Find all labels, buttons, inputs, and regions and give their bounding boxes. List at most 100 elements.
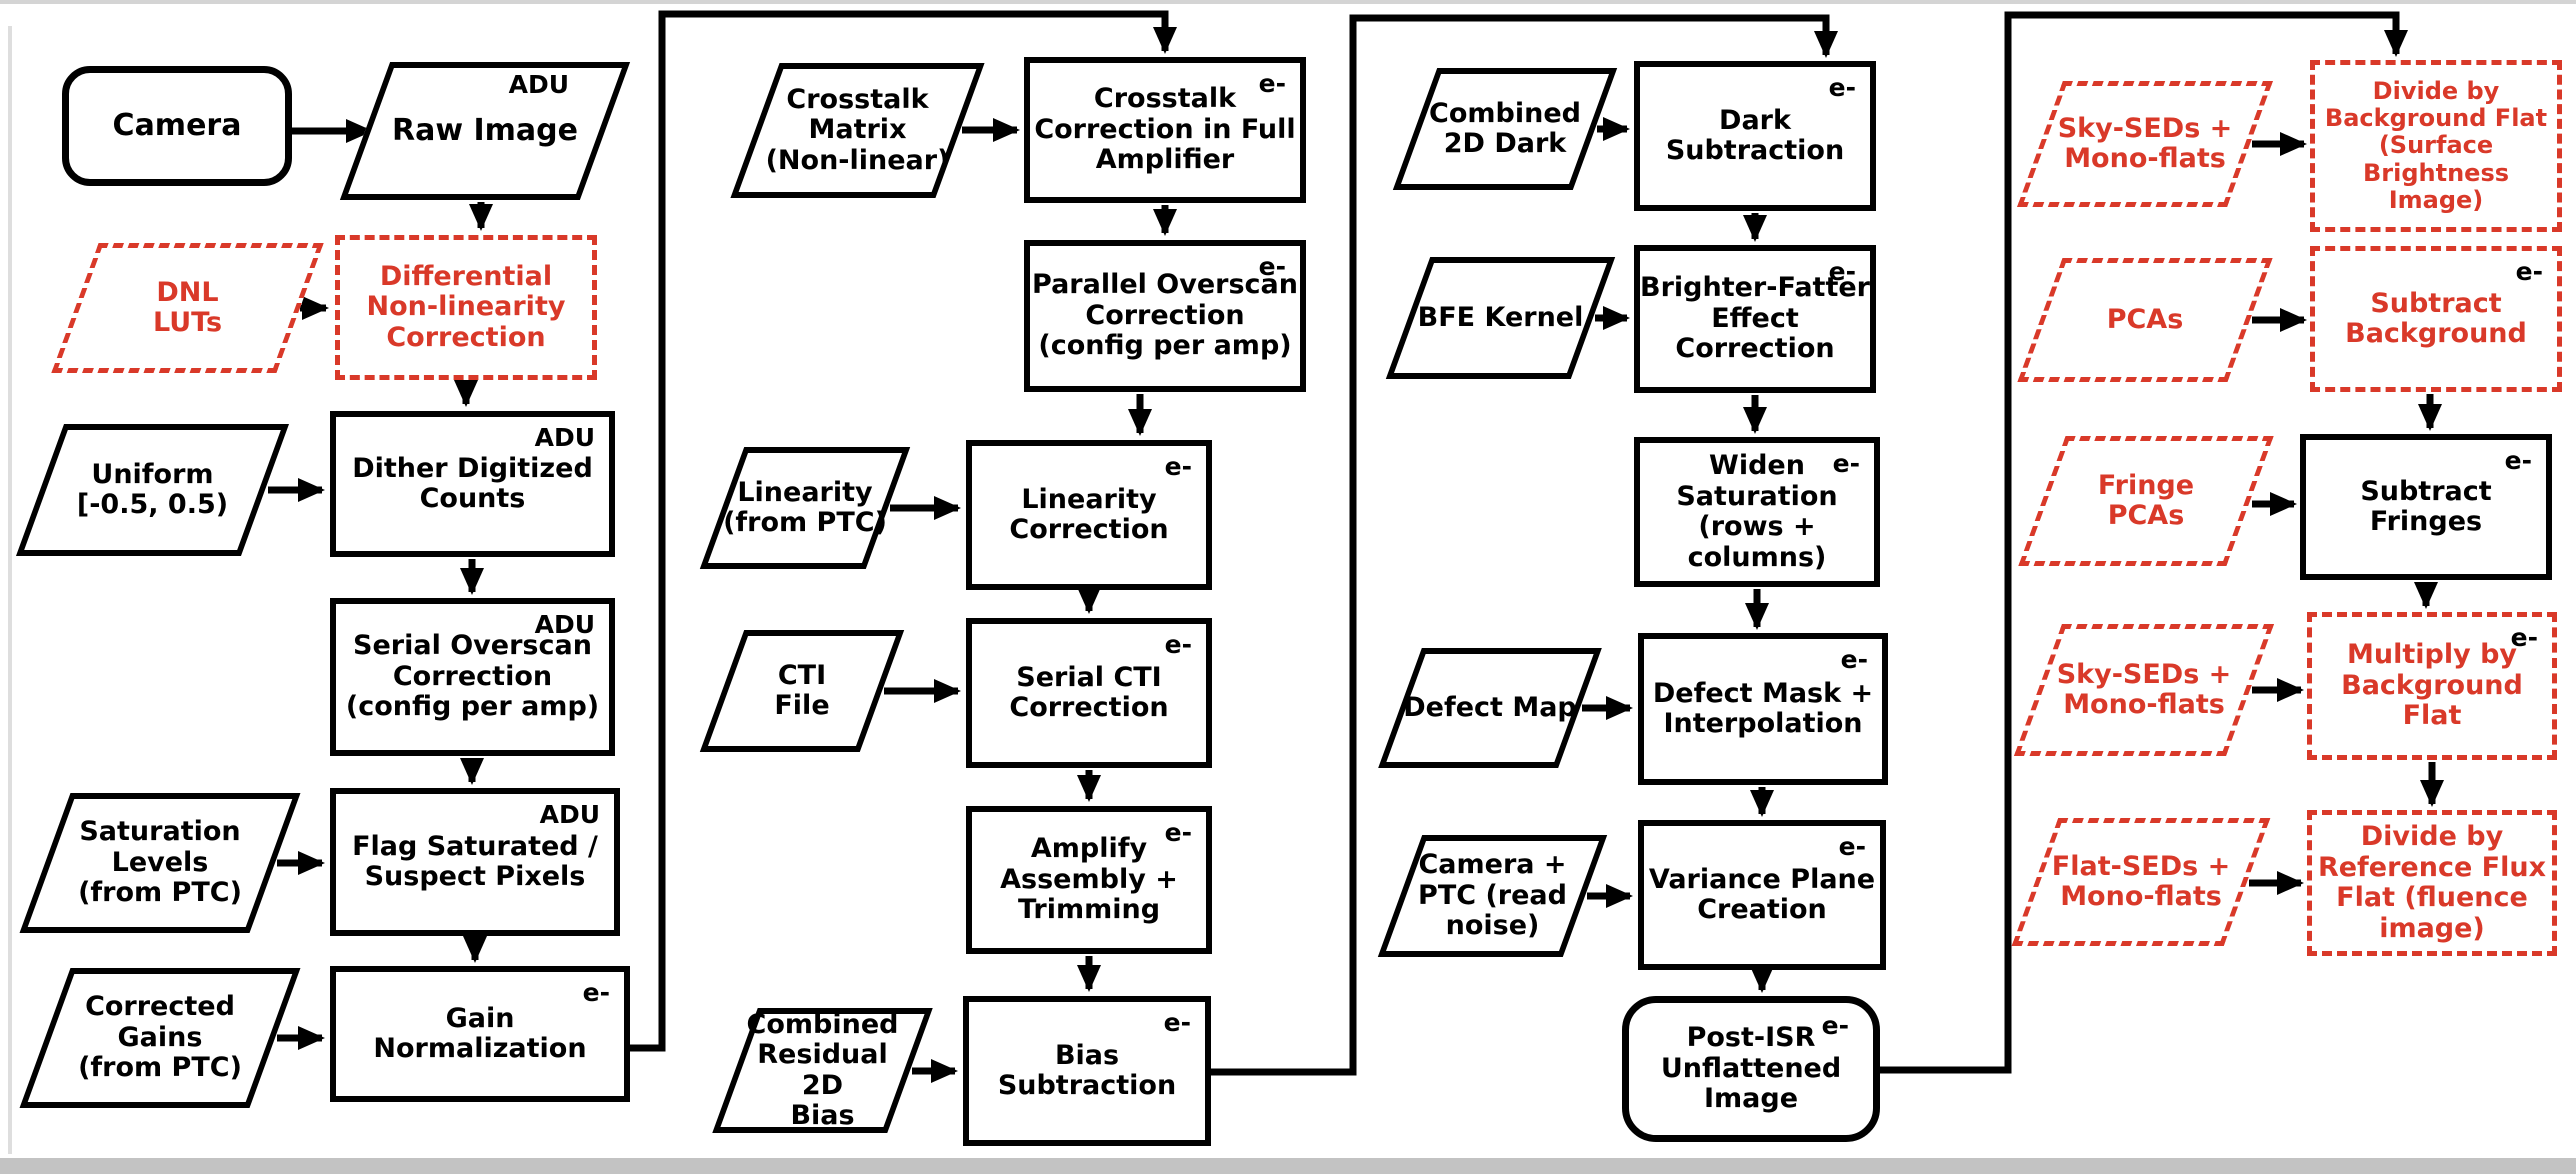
node-label: Dark Subtraction: [1665, 104, 1845, 166]
node-label: Differential Non-linearity Correction: [366, 260, 566, 353]
node-serial-overscan-correction: ADU Serial Overscan Correction (config p…: [330, 598, 615, 756]
node-label: Serial Overscan Correction (config per a…: [345, 630, 600, 723]
node-label: Subtract Background: [2345, 287, 2527, 349]
node-dark-subtraction: e- Dark Subtraction: [1634, 61, 1876, 211]
node-divide-by-background-flat: Divide by Background Flat (Surface Brigh…: [2310, 60, 2562, 232]
node-divide-by-reference-flux-flat: Divide by Reference Flux Flat (fluence i…: [2307, 810, 2557, 956]
node-linearity: Linearity (from PTC): [699, 447, 911, 569]
node-label: Fringe PCAs: [2097, 469, 2195, 531]
node-label: Serial CTI Correction: [1009, 661, 1169, 723]
node-label: Crosstalk Correction in Full Amplifier: [1034, 83, 1296, 176]
node-label: Divide by Reference Flux Flat (fluence i…: [2317, 821, 2547, 944]
unit-label: e-: [1840, 645, 1868, 674]
unit-label: e-: [1821, 1011, 1849, 1040]
connector-bias-to-dark: [1211, 14, 1838, 1076]
unit-label: e-: [2515, 257, 2543, 286]
node-label: Combined 2D Dark: [1429, 97, 1581, 159]
unit-label: e-: [1258, 252, 1286, 281]
window-edge-left: [8, 26, 12, 1154]
node-label: Sky-SEDs + Mono-flats: [2057, 112, 2233, 174]
node-cti-file: CTI File: [699, 630, 905, 752]
node-label: Divide by Background Flat (Surface Brigh…: [2324, 77, 2548, 214]
node-label: Brighter-Fatter Effect Correction: [1640, 272, 1870, 365]
node-fringe-pcas: Fringe PCAs: [2018, 436, 2274, 566]
node-label: Flag Saturated / Suspect Pixels: [352, 830, 598, 892]
node-bfe-kernel: BFE Kernel: [1385, 257, 1616, 379]
connector-gain-to-crosstalk: [630, 10, 1177, 1052]
node-label: Variance Plane Creation: [1648, 863, 1876, 925]
unit-label: e-: [1164, 630, 1192, 659]
node-combined-2d-dark: Combined 2D Dark: [1392, 68, 1618, 190]
node-label: DNL LUTs: [152, 276, 223, 338]
unit-label: e-: [1838, 832, 1866, 861]
node-label: Defect Map: [1403, 691, 1577, 723]
node-raw-image: ADU Raw Image: [339, 62, 631, 200]
node-label: Camera: [112, 108, 242, 144]
node-label: Crosstalk Matrix (Non-linear): [765, 83, 950, 176]
node-variance-plane-creation: e- Variance Plane Creation: [1638, 820, 1886, 970]
node-parallel-overscan-correction: e- Parallel Overscan Correction (config …: [1024, 240, 1306, 392]
node-label: Post-ISR Unflattened Image: [1660, 1022, 1842, 1115]
node-label: Combined Residual 2D Bias: [746, 1008, 899, 1131]
window-edge-top: [0, 0, 2576, 4]
node-dither-digitized-counts: ADU Dither Digitized Counts: [330, 411, 615, 557]
node-label: Dither Digitized Counts: [352, 452, 593, 514]
node-sky-seds-mono-flats-1: Sky-SEDs + Mono-flats: [2017, 81, 2273, 207]
unit-label: ADU: [508, 70, 569, 99]
unit-label: e-: [1164, 818, 1192, 847]
node-label: Sky-SEDs + Mono-flats: [2056, 658, 2232, 720]
node-dnl-luts: DNL LUTs: [51, 243, 324, 373]
node-label: Saturation Levels (from PTC): [78, 816, 242, 909]
unit-label: e-: [2504, 446, 2532, 475]
node-label: Linearity (from PTC): [723, 476, 887, 538]
node-label: Parallel Overscan Correction (config per…: [1032, 269, 1298, 362]
unit-label: ADU: [534, 423, 595, 452]
node-camera-ptc-read-noise: Camera + PTC (read noise): [1377, 835, 1608, 957]
node-uniform: Uniform [-0.5, 0.5): [15, 424, 290, 556]
node-combined-residual-2d-bias: Combined Residual 2D Bias: [712, 1008, 933, 1133]
node-corrected-gains: Corrected Gains (from PTC): [19, 968, 301, 1108]
node-crosstalk-correction: e- Crosstalk Correction in Full Amplifie…: [1024, 57, 1306, 203]
node-label: Bias Subtraction: [997, 1039, 1177, 1101]
node-flag-saturated-suspect-pixels: ADU Flag Saturated / Suspect Pixels: [330, 788, 620, 936]
node-defect-map: Defect Map: [1378, 648, 1602, 768]
node-label: Gain Normalization: [373, 1002, 587, 1064]
node-label: Linearity Correction: [1009, 483, 1169, 545]
node-multiply-by-background-flat: e- Multiply by Background Flat: [2307, 612, 2557, 760]
node-label: Multiply by Background Flat: [2341, 639, 2523, 732]
node-label: Camera + PTC (read noise): [1418, 849, 1567, 942]
node-serial-cti-correction: e- Serial CTI Correction: [966, 618, 1212, 768]
node-defect-mask-interpolation: e- Defect Mask + Interpolation: [1638, 633, 1888, 785]
node-label: Amplify Assembly + Trimming: [1000, 833, 1178, 926]
node-label: Uniform [-0.5, 0.5): [76, 458, 229, 520]
node-amplify-assembly-trimming: e- Amplify Assembly + Trimming: [966, 806, 1212, 954]
connector-postisr-to-divide: [1880, 11, 2408, 1074]
window-edge-bottom: [0, 1158, 2576, 1174]
node-camera: Camera: [62, 66, 292, 186]
node-label: CTI File: [774, 659, 830, 721]
unit-label: e-: [2510, 623, 2538, 652]
node-saturation-levels: Saturation Levels (from PTC): [19, 793, 301, 933]
node-post-isr-unflattened-image: e- Post-ISR Unflattened Image: [1622, 996, 1880, 1142]
unit-label: ADU: [539, 800, 600, 829]
node-subtract-background: e- Subtract Background: [2310, 246, 2562, 392]
unit-label: e-: [1258, 69, 1286, 98]
node-label: BFE Kernel: [1417, 301, 1584, 333]
node-label: Widen Saturation (rows + columns): [1676, 450, 1838, 573]
node-label: Defect Mask + Interpolation: [1652, 677, 1874, 739]
node-bias-subtraction: e- Bias Subtraction: [963, 996, 1211, 1146]
unit-label: ADU: [534, 610, 595, 639]
node-subtract-fringes: e- Subtract Fringes: [2300, 434, 2552, 580]
node-label: Subtract Fringes: [2360, 475, 2492, 537]
unit-label: e-: [582, 978, 610, 1007]
node-gain-normalization: e- Gain Normalization: [330, 966, 630, 1102]
unit-label: e-: [1828, 73, 1856, 102]
node-dnl-correction: Differential Non-linearity Correction: [335, 235, 597, 380]
unit-label: e-: [1832, 449, 1860, 478]
node-crosstalk-matrix: Crosstalk Matrix (Non-linear): [730, 63, 985, 198]
node-label: Corrected Gains (from PTC): [78, 991, 242, 1084]
unit-label: e-: [1828, 257, 1856, 286]
node-widen-saturation: e- Widen Saturation (rows + columns): [1634, 437, 1880, 587]
